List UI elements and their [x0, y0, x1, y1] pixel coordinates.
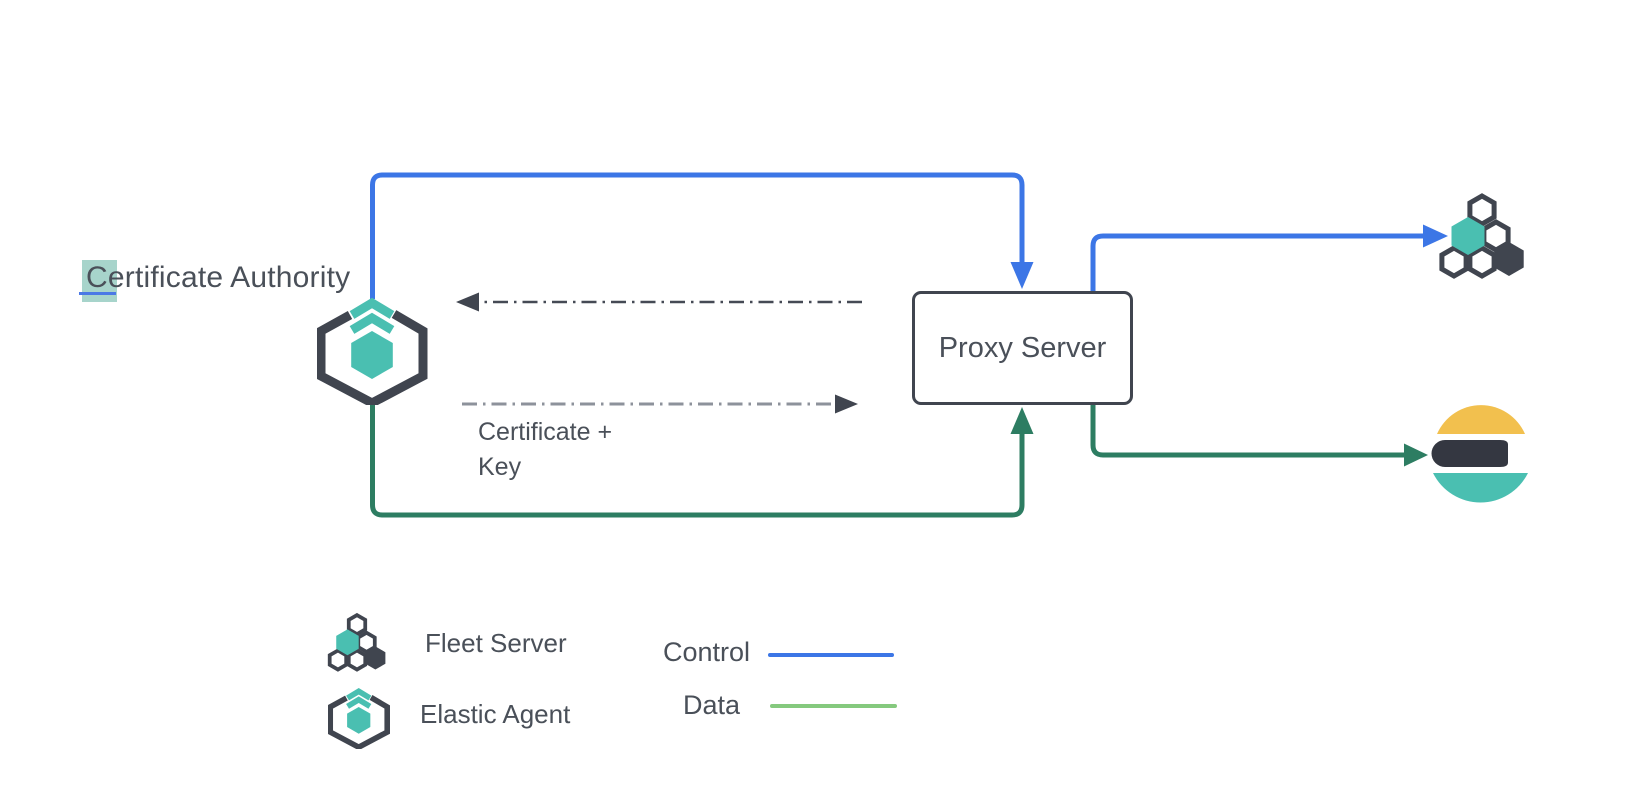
fleet-server-icon — [1439, 193, 1524, 279]
data-line-proxy-to-elasticsearch — [1090, 405, 1405, 458]
fleet-hex-outline-bottommid — [1467, 245, 1497, 279]
proxy-server-node: Proxy Server — [912, 291, 1133, 405]
fleet-hex-outline-bottomleft — [1439, 245, 1469, 279]
certificate-key-note: Certificate + Key — [478, 415, 612, 485]
legend-elastic-agent-icon — [328, 688, 390, 749]
control-line-agent-to-proxy — [370, 172, 1025, 299]
fleet-hex-teal — [1451, 217, 1485, 255]
elasticsearch-top-arc — [1437, 405, 1525, 434]
agent-chevron-top-icon — [349, 297, 395, 319]
certificate-key-note-line1: Certificate + — [478, 418, 613, 446]
text-cursor-underline — [79, 292, 116, 295]
data-arrowhead-right-icon — [1404, 443, 1428, 467]
certificate-authority-label: Certificate Authority — [86, 261, 351, 294]
elastic-agent-icon — [317, 297, 428, 405]
agent-hex-bracket-outline — [317, 310, 428, 405]
data-arrowhead-up-icon — [1010, 407, 1034, 434]
text-selection-highlight — [82, 260, 117, 302]
elasticsearch-bottom-arc — [1433, 473, 1528, 503]
fleet-hex-dark — [1494, 242, 1524, 276]
control-arrowhead-right-icon — [1423, 224, 1448, 248]
legend-fleet-server-icon — [327, 612, 386, 672]
elasticsearch-logo — [1431, 405, 1528, 503]
cert-key-arrowhead-right-icon — [835, 394, 858, 414]
data-line-agent-to-proxy — [370, 402, 1025, 518]
agent-chevron-bottom-icon — [349, 312, 395, 334]
fleet-hex-outline-top — [1467, 193, 1497, 227]
legend-fleet-server-label: Fleet Server — [425, 628, 567, 658]
certificate-key-note-line2: Key — [478, 453, 522, 481]
cert-request-arrowhead-left-icon — [456, 292, 479, 312]
legend-control-line-swatch — [768, 653, 894, 657]
elasticsearch-middle-bar — [1431, 440, 1508, 467]
proxy-server-label: Proxy Server — [938, 331, 1107, 364]
legend-control-label: Control — [662, 637, 750, 667]
legend-data-label: Data — [682, 690, 740, 720]
legend-data-line-swatch — [770, 704, 897, 708]
control-arrowhead-down-icon — [1010, 262, 1034, 289]
control-line-proxy-to-fleet — [1090, 233, 1424, 291]
agent-hexagon-core — [351, 331, 393, 379]
legend-elastic-agent-label: Elastic Agent — [420, 699, 571, 729]
